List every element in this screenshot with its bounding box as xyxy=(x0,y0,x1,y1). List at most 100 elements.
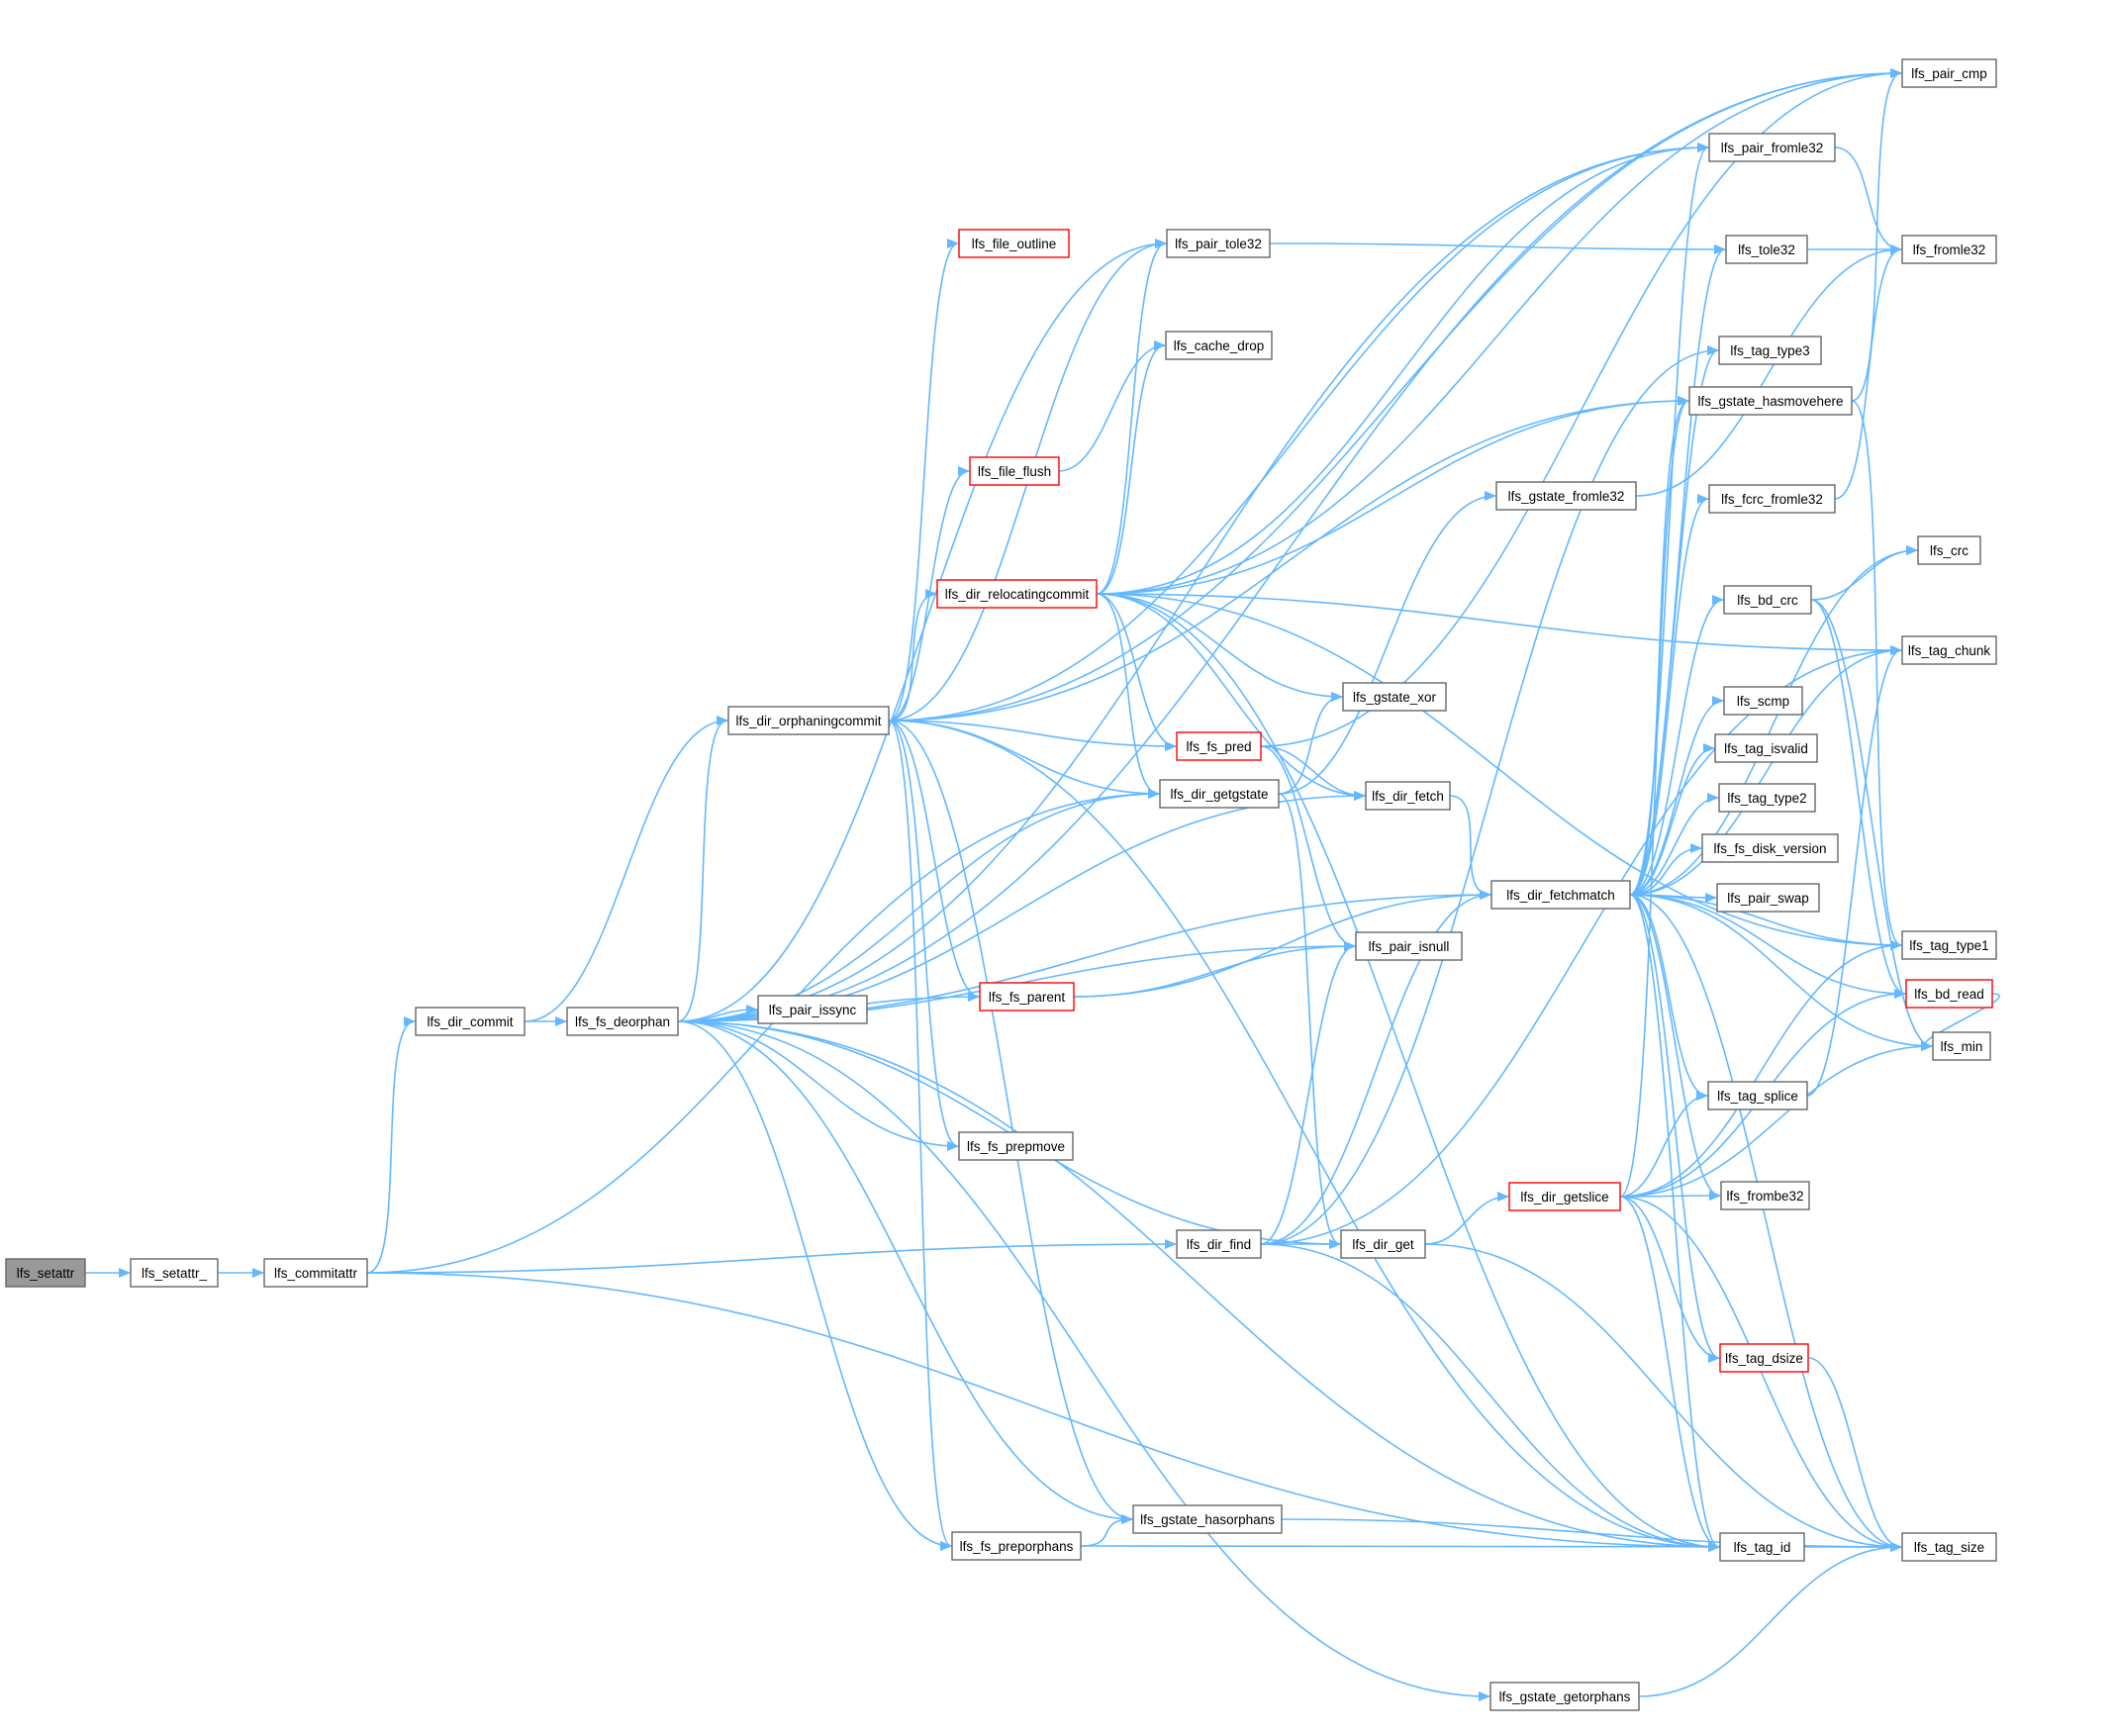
node-box xyxy=(5,1258,86,1288)
node-lfs-tag-dsize[interactable]: lfs_tag_dsize xyxy=(1719,1343,1809,1373)
edge-lfs_dir_relocatingcommit-to-lfs_gstate_xor xyxy=(1096,593,1343,702)
node-lfs-fs-prepmove[interactable]: lfs_fs_prepmove xyxy=(958,1131,1074,1161)
node-box xyxy=(1159,779,1280,809)
edge-lfs_dir_fetchmatch-to-lfs_fcrc_fromle32 xyxy=(1629,494,1709,896)
node-box xyxy=(130,1258,219,1288)
node-label: lfs_fs_disk_version xyxy=(1713,841,1826,856)
node-lfs-gstate-getorphans[interactable]: lfs_gstate_getorphans xyxy=(1489,1682,1640,1711)
node-label: lfs_dir_commit xyxy=(427,1014,513,1029)
edge-lfs_dir_getgstate-to-lfs_dir_get xyxy=(1278,793,1341,1249)
node-label: lfs_tole32 xyxy=(1738,242,1795,257)
node-box xyxy=(1688,386,1853,416)
node-lfs-crc[interactable]: lfs_crc xyxy=(1917,535,1981,565)
node-lfs-dir-get[interactable]: lfs_dir_get xyxy=(1340,1229,1426,1259)
node-lfs-scmp[interactable]: lfs_scmp xyxy=(1723,686,1803,716)
node-lfs-pair-cmp[interactable]: lfs_pair_cmp xyxy=(1901,58,1997,88)
node-lfs-fs-deorphan[interactable]: lfs_fs_deorphan xyxy=(566,1007,679,1036)
edge-lfs_dir_fetch-to-lfs_dir_fetchmatch xyxy=(1449,795,1491,900)
node-box xyxy=(1901,235,1997,264)
node-lfs-tag-type3[interactable]: lfs_tag_type3 xyxy=(1718,336,1822,365)
node-box xyxy=(1340,1229,1426,1259)
node-label: lfs_tag_type1 xyxy=(1909,938,1988,953)
node-lfs-dir-fetchmatch[interactable]: lfs_dir_fetchmatch xyxy=(1490,880,1631,910)
node-label: lfs_tag_size xyxy=(1914,1540,1984,1555)
node-lfs-pair-issync[interactable]: lfs_pair_issync xyxy=(757,995,868,1024)
node-label: lfs_fs_preporphans xyxy=(960,1539,1074,1554)
edge-lfs_dir_fetchmatch-to-lfs_min xyxy=(1629,894,1933,1051)
node-label: lfs_pair_fromle32 xyxy=(1721,141,1824,155)
node-box xyxy=(1714,733,1818,763)
node-lfs-tag-size[interactable]: lfs_tag_size xyxy=(1901,1532,1997,1562)
edge-lfs_dir_relocatingcommit-to-lfs_dir_fetch xyxy=(1096,593,1366,801)
edge-lfs_dir_fetchmatch-to-lfs_fs_disk_version xyxy=(1629,843,1702,896)
edge-lfs_dir_getslice-to-lfs_gstate_hasmovehere xyxy=(1619,396,1689,1198)
node-lfs-fs-disk-version[interactable]: lfs_fs_disk_version xyxy=(1701,833,1839,863)
node-lfs-pair-isnull[interactable]: lfs_pair_isnull xyxy=(1355,931,1463,961)
node-box xyxy=(757,995,868,1024)
node-lfs-setattr[interactable]: lfs_setattr xyxy=(5,1258,86,1288)
node-lfs-tag-chunk[interactable]: lfs_tag_chunk xyxy=(1901,635,1997,665)
edge-lfs_dir_fetchmatch-to-lfs_bd_read xyxy=(1629,894,1906,999)
node-box xyxy=(958,1131,1074,1161)
node-lfs-bd-read[interactable]: lfs_bd_read xyxy=(1905,979,1993,1009)
edge-lfs_dir_orphaningcommit-to-lfs_fs_preporphans xyxy=(888,720,952,1551)
node-lfs-dir-find[interactable]: lfs_dir_find xyxy=(1176,1229,1262,1259)
node-lfs-tag-id[interactable]: lfs_tag_id xyxy=(1719,1532,1805,1562)
node-lfs-fcrc-fromle32[interactable]: lfs_fcrc_fromle32 xyxy=(1708,484,1836,514)
node-lfs-pair-tole32[interactable]: lfs_pair_tole32 xyxy=(1166,229,1271,258)
edge-lfs_dir_orphaningcommit-to-lfs_gstate_hasorphans xyxy=(888,720,1133,1524)
node-label: lfs_pair_swap xyxy=(1727,891,1809,906)
edge-lfs_dir_fetchmatch-to-lfs_tag_size xyxy=(1629,894,1902,1552)
node-lfs-tag-type2[interactable]: lfs_tag_type2 xyxy=(1718,783,1816,813)
edge-lfs_gstate_fromle32-to-lfs_fromle32 xyxy=(1635,244,1902,497)
node-lfs-tag-type1[interactable]: lfs_tag_type1 xyxy=(1901,930,1997,960)
node-box xyxy=(1701,833,1839,863)
edge-lfs_dir_relocatingcommit-to-lfs_tag_type1 xyxy=(1096,593,1902,950)
node-lfs-commitattr[interactable]: lfs_commitattr xyxy=(263,1258,368,1288)
node-lfs-fromle32[interactable]: lfs_fromle32 xyxy=(1901,235,1997,264)
node-lfs-fs-parent[interactable]: lfs_fs_parent xyxy=(979,982,1075,1012)
edge-lfs_fs_deorphan-to-lfs_tag_id xyxy=(677,1020,1720,1552)
node-lfs-tag-splice[interactable]: lfs_tag_splice xyxy=(1707,1081,1808,1110)
edge-lfs_dir_orphaningcommit-to-lfs_file_outline xyxy=(888,239,959,722)
node-lfs-pair-swap[interactable]: lfs_pair_swap xyxy=(1716,883,1820,913)
node-box xyxy=(1719,1532,1805,1562)
edge-lfs_dir_fetchmatch-to-lfs_tag_type1 xyxy=(1629,894,1902,950)
edge-lfs_dir_orphaningcommit-to-lfs_dir_relocatingcommit xyxy=(888,589,937,722)
node-lfs-min[interactable]: lfs_min xyxy=(1932,1031,1991,1061)
node-box xyxy=(979,982,1075,1012)
node-lfs-setattr-[interactable]: lfs_setattr_ xyxy=(130,1258,219,1288)
node-lfs-dir-orphaningcommit[interactable]: lfs_dir_orphaningcommit xyxy=(727,706,890,735)
node-lfs-pair-fromle32[interactable]: lfs_pair_fromle32 xyxy=(1708,133,1836,162)
node-lfs-gstate-hasmovehere[interactable]: lfs_gstate_hasmovehere xyxy=(1688,386,1853,416)
node-lfs-gstate-fromle32[interactable]: lfs_gstate_fromle32 xyxy=(1495,481,1637,511)
edge-lfs_dir_get-to-lfs_dir_getslice xyxy=(1424,1192,1509,1245)
node-lfs-tag-isvalid[interactable]: lfs_tag_isvalid xyxy=(1714,733,1818,763)
edge-lfs_fs_deorphan-to-lfs_fs_prepmove xyxy=(677,1020,959,1151)
node-lfs-dir-getslice[interactable]: lfs_dir_getslice xyxy=(1508,1182,1621,1211)
node-box xyxy=(1708,484,1836,514)
node-lfs-gstate-xor[interactable]: lfs_gstate_xor xyxy=(1342,682,1447,712)
node-label: lfs_file_outline xyxy=(972,237,1057,251)
node-lfs-dir-commit[interactable]: lfs_dir_commit xyxy=(415,1007,526,1036)
node-label: lfs_fs_parent xyxy=(989,990,1066,1005)
node-lfs-gstate-hasorphans[interactable]: lfs_gstate_hasorphans xyxy=(1132,1504,1283,1534)
node-lfs-file-flush[interactable]: lfs_file_flush xyxy=(969,456,1060,486)
node-lfs-cache-drop[interactable]: lfs_cache_drop xyxy=(1165,331,1273,360)
node-lfs-frombe32[interactable]: lfs_frombe32 xyxy=(1720,1181,1810,1210)
node-lfs-dir-relocatingcommit[interactable]: lfs_dir_relocatingcommit xyxy=(936,579,1098,609)
node-lfs-bd-crc[interactable]: lfs_bd_crc xyxy=(1723,585,1812,615)
node-lfs-tole32[interactable]: lfs_tole32 xyxy=(1725,235,1808,264)
node-label: lfs_pair_issync xyxy=(769,1003,857,1017)
edge-lfs_dir_relocatingcommit-to-lfs_pair_fromle32 xyxy=(1096,143,1709,595)
node-lfs-fs-pred[interactable]: lfs_fs_pred xyxy=(1176,731,1262,761)
node-lfs-dir-fetch[interactable]: lfs_dir_fetch xyxy=(1365,781,1451,811)
edge-lfs_fs_preporphans-to-lfs_gstate_hasorphans xyxy=(1080,1514,1133,1547)
node-lfs-fs-preporphans[interactable]: lfs_fs_preporphans xyxy=(951,1531,1082,1561)
edge-lfs_dir_orphaningcommit-to-lfs_fs_prepmove xyxy=(888,720,959,1151)
node-box xyxy=(1917,535,1981,565)
node-lfs-file-outline[interactable]: lfs_file_outline xyxy=(958,229,1070,258)
node-lfs-dir-getgstate[interactable]: lfs_dir_getgstate xyxy=(1159,779,1280,809)
node-box xyxy=(1718,336,1822,365)
